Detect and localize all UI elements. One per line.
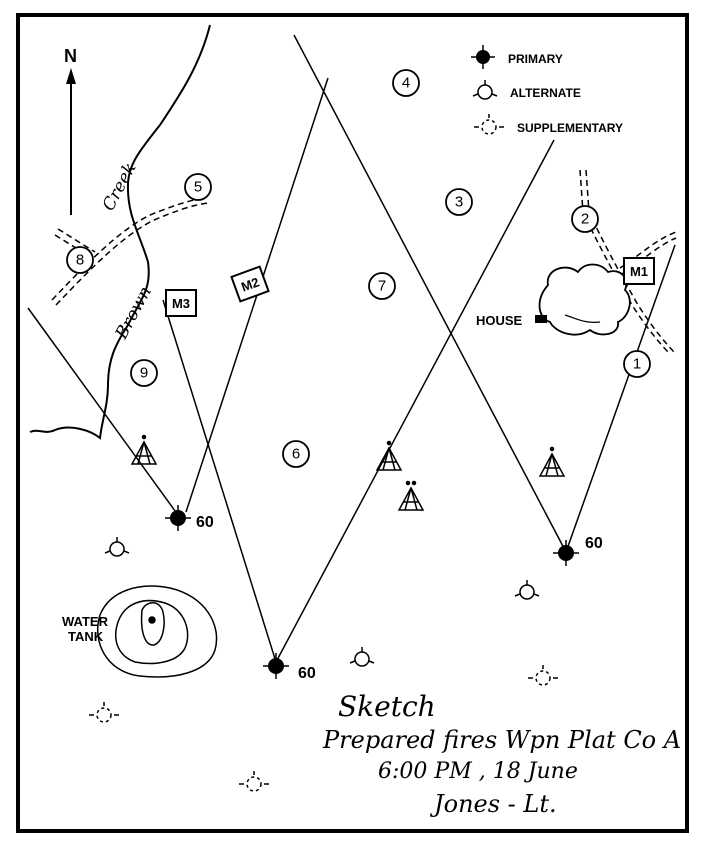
road-east xyxy=(579,169,677,353)
target-6-label: 6 xyxy=(292,446,300,463)
target-6: 6 xyxy=(282,440,310,468)
legend-primary-icon xyxy=(471,45,495,69)
legend: PRIMARY ALTERNATE SUPPLEMENTARY xyxy=(471,45,623,135)
mg-position-m1: M1 xyxy=(623,257,655,285)
house xyxy=(535,263,631,336)
legend-supplementary-icon xyxy=(474,114,504,135)
tripod-icon xyxy=(397,480,425,511)
tripod-symbols xyxy=(130,434,566,511)
primary-position-east: 60 xyxy=(553,535,603,566)
alternate-positions xyxy=(104,537,540,667)
sector-line-m1 xyxy=(565,244,676,553)
alternate-position-icon xyxy=(514,580,540,600)
tripod-icon xyxy=(538,446,566,477)
target-3-label: 3 xyxy=(455,194,463,211)
north-arrow-icon xyxy=(66,68,76,84)
north-label: N xyxy=(64,46,77,66)
target-8: 8 xyxy=(66,246,94,274)
sector-limit-label: 60 xyxy=(585,535,603,552)
supplementary-position-icon xyxy=(89,702,119,723)
target-5-label: 5 xyxy=(194,179,202,196)
mg-position-m3: M3 xyxy=(165,289,197,317)
target-1-label: 1 xyxy=(633,356,641,373)
target-9-label: 9 xyxy=(140,365,148,382)
target-5: 5 xyxy=(184,173,212,201)
sector-limit-label: 60 xyxy=(196,514,214,531)
mg-label-m1: M1 xyxy=(630,264,648,279)
map-border xyxy=(16,13,689,833)
alternate-position-icon xyxy=(349,647,375,667)
mg-position-m2: M2 xyxy=(230,265,270,303)
target-8-label: 8 xyxy=(76,252,84,269)
target-9: 9 xyxy=(130,359,158,387)
creek-label-creek: Creek xyxy=(99,159,141,214)
water-tank-label-2: TANK xyxy=(68,629,104,644)
supplementary-position-icon xyxy=(239,771,269,792)
supplementary-position-icon xyxy=(528,665,558,686)
tripod-icon xyxy=(375,440,403,471)
legend-alternate-label: ALTERNATE xyxy=(510,86,581,100)
legend-alternate-icon xyxy=(472,80,498,100)
water-tank-label-1: WATER xyxy=(62,614,109,629)
target-7-label: 7 xyxy=(378,278,386,295)
caption: Sketch Prepared fires Wpn Plat Co A 6:00… xyxy=(322,690,681,818)
caption-datetime: 6:00 PM , 18 June xyxy=(378,759,578,784)
sector-limit-label: 60 xyxy=(298,665,316,682)
legend-primary-label: PRIMARY xyxy=(508,52,563,66)
sector-line-right xyxy=(293,34,567,553)
target-1: 1 xyxy=(623,350,651,378)
brown-creek xyxy=(29,24,211,440)
tripod-icon xyxy=(130,434,158,465)
primary-position-south: 60 xyxy=(263,653,316,682)
north-arrow: N xyxy=(64,46,77,215)
target-7: 7 xyxy=(368,272,396,300)
caption-title: Sketch xyxy=(338,690,436,723)
alternate-position-icon xyxy=(104,537,130,557)
caption-subject: Prepared fires Wpn Plat Co A xyxy=(322,726,681,754)
target-4-label: 4 xyxy=(402,75,410,92)
target-3: 3 xyxy=(445,188,473,216)
water-tank-contours xyxy=(96,585,218,678)
target-2: 2 xyxy=(571,205,599,233)
mg-label-m2: M2 xyxy=(239,274,261,294)
caption-signature: Jones - Lt. xyxy=(429,790,557,818)
sector-lines xyxy=(27,34,676,663)
mg-label-m3: M3 xyxy=(172,296,190,311)
legend-supplementary-label: SUPPLEMENTARY xyxy=(517,121,623,135)
creek-label-brown: Brown xyxy=(111,283,156,343)
primary-position-west: 60 xyxy=(165,505,214,531)
house-label: HOUSE xyxy=(476,313,523,328)
target-2-label: 2 xyxy=(581,211,589,228)
target-4: 4 xyxy=(392,69,420,97)
sector-line-m3 xyxy=(162,299,277,663)
sector-line-left-outer xyxy=(27,307,179,516)
house-trees xyxy=(538,263,631,336)
supplementary-positions xyxy=(89,665,558,792)
sector-line-center xyxy=(275,139,555,663)
house-icon xyxy=(535,315,547,323)
road-west xyxy=(51,197,209,306)
